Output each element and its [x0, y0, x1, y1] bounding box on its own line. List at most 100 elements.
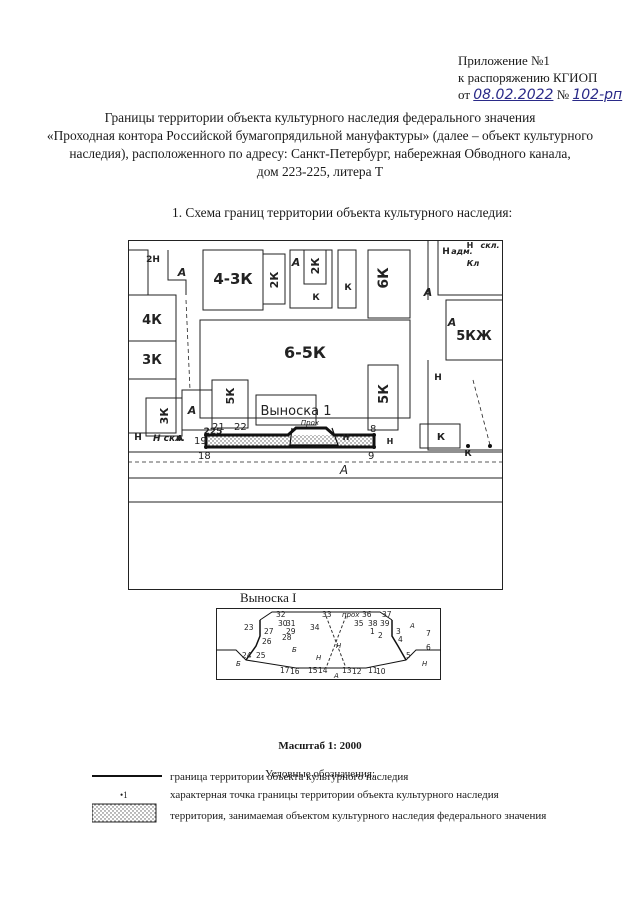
building-label: 4К: [142, 313, 162, 328]
svg-text:Б: Б: [292, 646, 297, 654]
svg-text:36: 36: [362, 610, 372, 619]
svg-text:6: 6: [426, 643, 431, 652]
svg-text:23: 23: [244, 623, 254, 632]
svg-text:13: 13: [342, 666, 352, 675]
building-label: К: [464, 449, 472, 459]
building-label: А: [177, 434, 184, 443]
callout-label: Выноска 1: [260, 404, 331, 419]
svg-text:14: 14: [318, 666, 328, 675]
callout-labels: прох А Б Н Н А Б Н: [236, 611, 428, 680]
building-label: К: [312, 293, 320, 303]
appendix-date: 08.02.2022: [473, 87, 554, 103]
svg-text:28: 28: [282, 633, 292, 642]
boundary-scheme-map: 2Н А 4-3К 2К А 2К 6К Н адм. Кл Н скл. А …: [128, 240, 503, 590]
boundary-points: 21 22 19 8 18 9: [194, 422, 376, 462]
building-label: 6-5К: [284, 343, 326, 362]
legend-hatch-symbol: [92, 803, 157, 823]
callout-points: 32 33 36 37 23 30 31 35 38 39 27 29 34 1…: [242, 610, 431, 676]
building-label: А: [291, 256, 301, 269]
legend-title: Условные обозначения:: [264, 768, 376, 780]
title-line3: наследия), расположенного по адресу: Сан…: [69, 146, 571, 161]
svg-text:прох: прох: [342, 611, 360, 619]
building-label: Н: [134, 433, 142, 443]
svg-text:31: 31: [286, 619, 296, 628]
svg-text:10: 10: [376, 667, 386, 676]
svg-text:34: 34: [310, 623, 320, 632]
appendix-line3: от 08.02.2022 № 102-рп: [458, 86, 622, 104]
building-label: Н: [343, 433, 350, 442]
building-labels: 2Н А 4-3К 2К А 2К 6К Н адм. Кл Н скл. А …: [134, 241, 499, 459]
building-label: 3К: [142, 353, 162, 368]
svg-text:30: 30: [278, 619, 288, 628]
building-label: адм.: [451, 247, 472, 256]
appendix-line1: Приложение №1: [458, 53, 550, 68]
svg-text:39: 39: [380, 619, 390, 628]
callout-title: Выноска I: [240, 590, 297, 605]
svg-text:37: 37: [382, 610, 392, 619]
building-label: скл.: [480, 241, 499, 250]
building-label: Н: [467, 241, 474, 250]
svg-text:26: 26: [262, 637, 272, 646]
point-label: 9: [368, 451, 374, 462]
building-label: А: [423, 286, 433, 299]
title-line2: «Проходная контора Российской бумагопряд…: [46, 128, 594, 143]
callout-map: 32 33 36 37 23 30 31 35 38 39 27 29 34 1…: [216, 608, 441, 680]
svg-text:12: 12: [352, 667, 362, 676]
building-label: Н: [387, 437, 394, 446]
point-label: 21: [212, 422, 225, 433]
svg-text:7: 7: [426, 629, 431, 638]
building-label: А: [177, 266, 187, 279]
road-label: А: [339, 463, 348, 477]
appendix-number-sign: №: [556, 87, 570, 102]
point-label: 19: [194, 436, 207, 447]
document-title: Границы территории объекта культурного н…: [40, 109, 600, 181]
title-line4: дом 223-225, литера Т: [256, 164, 384, 179]
svg-text:4: 4: [398, 635, 403, 644]
scale-label: Масштаб 1: 2000: [278, 740, 362, 752]
svg-text:А: А: [409, 622, 415, 630]
title-line1: Границы территории объекта культурного н…: [104, 110, 536, 125]
svg-text:16: 16: [290, 667, 300, 676]
point-label: 8: [370, 424, 376, 435]
appendix-number: 102-рп: [572, 87, 623, 103]
building-label: 5К: [224, 388, 237, 405]
svg-text:29: 29: [286, 627, 296, 636]
building-label: 6К: [376, 267, 392, 289]
svg-text:3: 3: [396, 627, 401, 636]
appendix-ot: от: [458, 87, 471, 102]
svg-text:1: 1: [370, 627, 375, 636]
legend-symbols: [92, 775, 162, 823]
svg-text:25: 25: [256, 651, 266, 660]
building-label: 3К: [158, 408, 171, 425]
building-label: 225: [204, 427, 223, 437]
legend-item-boundary: граница территории объекта культурного н…: [170, 771, 409, 783]
building-label: Н: [434, 373, 442, 383]
svg-text:Н: Н: [336, 642, 342, 650]
svg-text:Н: Н: [316, 654, 322, 662]
appendix-block: Приложение №1 к распоряжению КГИОП от 08…: [458, 52, 622, 104]
legend-item-territory: территория, занимаемая объектом культурн…: [170, 810, 547, 822]
svg-text:17: 17: [280, 666, 290, 675]
svg-text:38: 38: [368, 619, 378, 628]
building-label: 5КЖ: [456, 329, 492, 344]
svg-text:24: 24: [242, 651, 252, 660]
svg-text:А: А: [333, 672, 339, 680]
building-label: А: [187, 404, 197, 417]
building-label: Н: [442, 247, 450, 257]
appendix-line2: к распоряжению КГИОП: [458, 70, 598, 85]
building-label: Кл: [467, 259, 480, 268]
point-label: 18: [198, 451, 211, 462]
legend-item-point: характерная точка границы территории объ…: [170, 789, 499, 801]
svg-text:32: 32: [276, 610, 286, 619]
building-label: 5К: [377, 384, 392, 404]
building-label: К: [437, 432, 446, 443]
svg-text:2: 2: [378, 631, 383, 640]
building-outlines: [128, 240, 503, 503]
building-label: К: [344, 283, 352, 293]
building-label: 2К: [309, 258, 322, 275]
building-label: 4-3К: [213, 270, 253, 288]
svg-text:Б: Б: [236, 660, 241, 668]
section-heading: 1. Схема границ территории объекта культ…: [172, 205, 513, 220]
svg-text:5: 5: [406, 651, 411, 660]
svg-text:27: 27: [264, 627, 274, 636]
